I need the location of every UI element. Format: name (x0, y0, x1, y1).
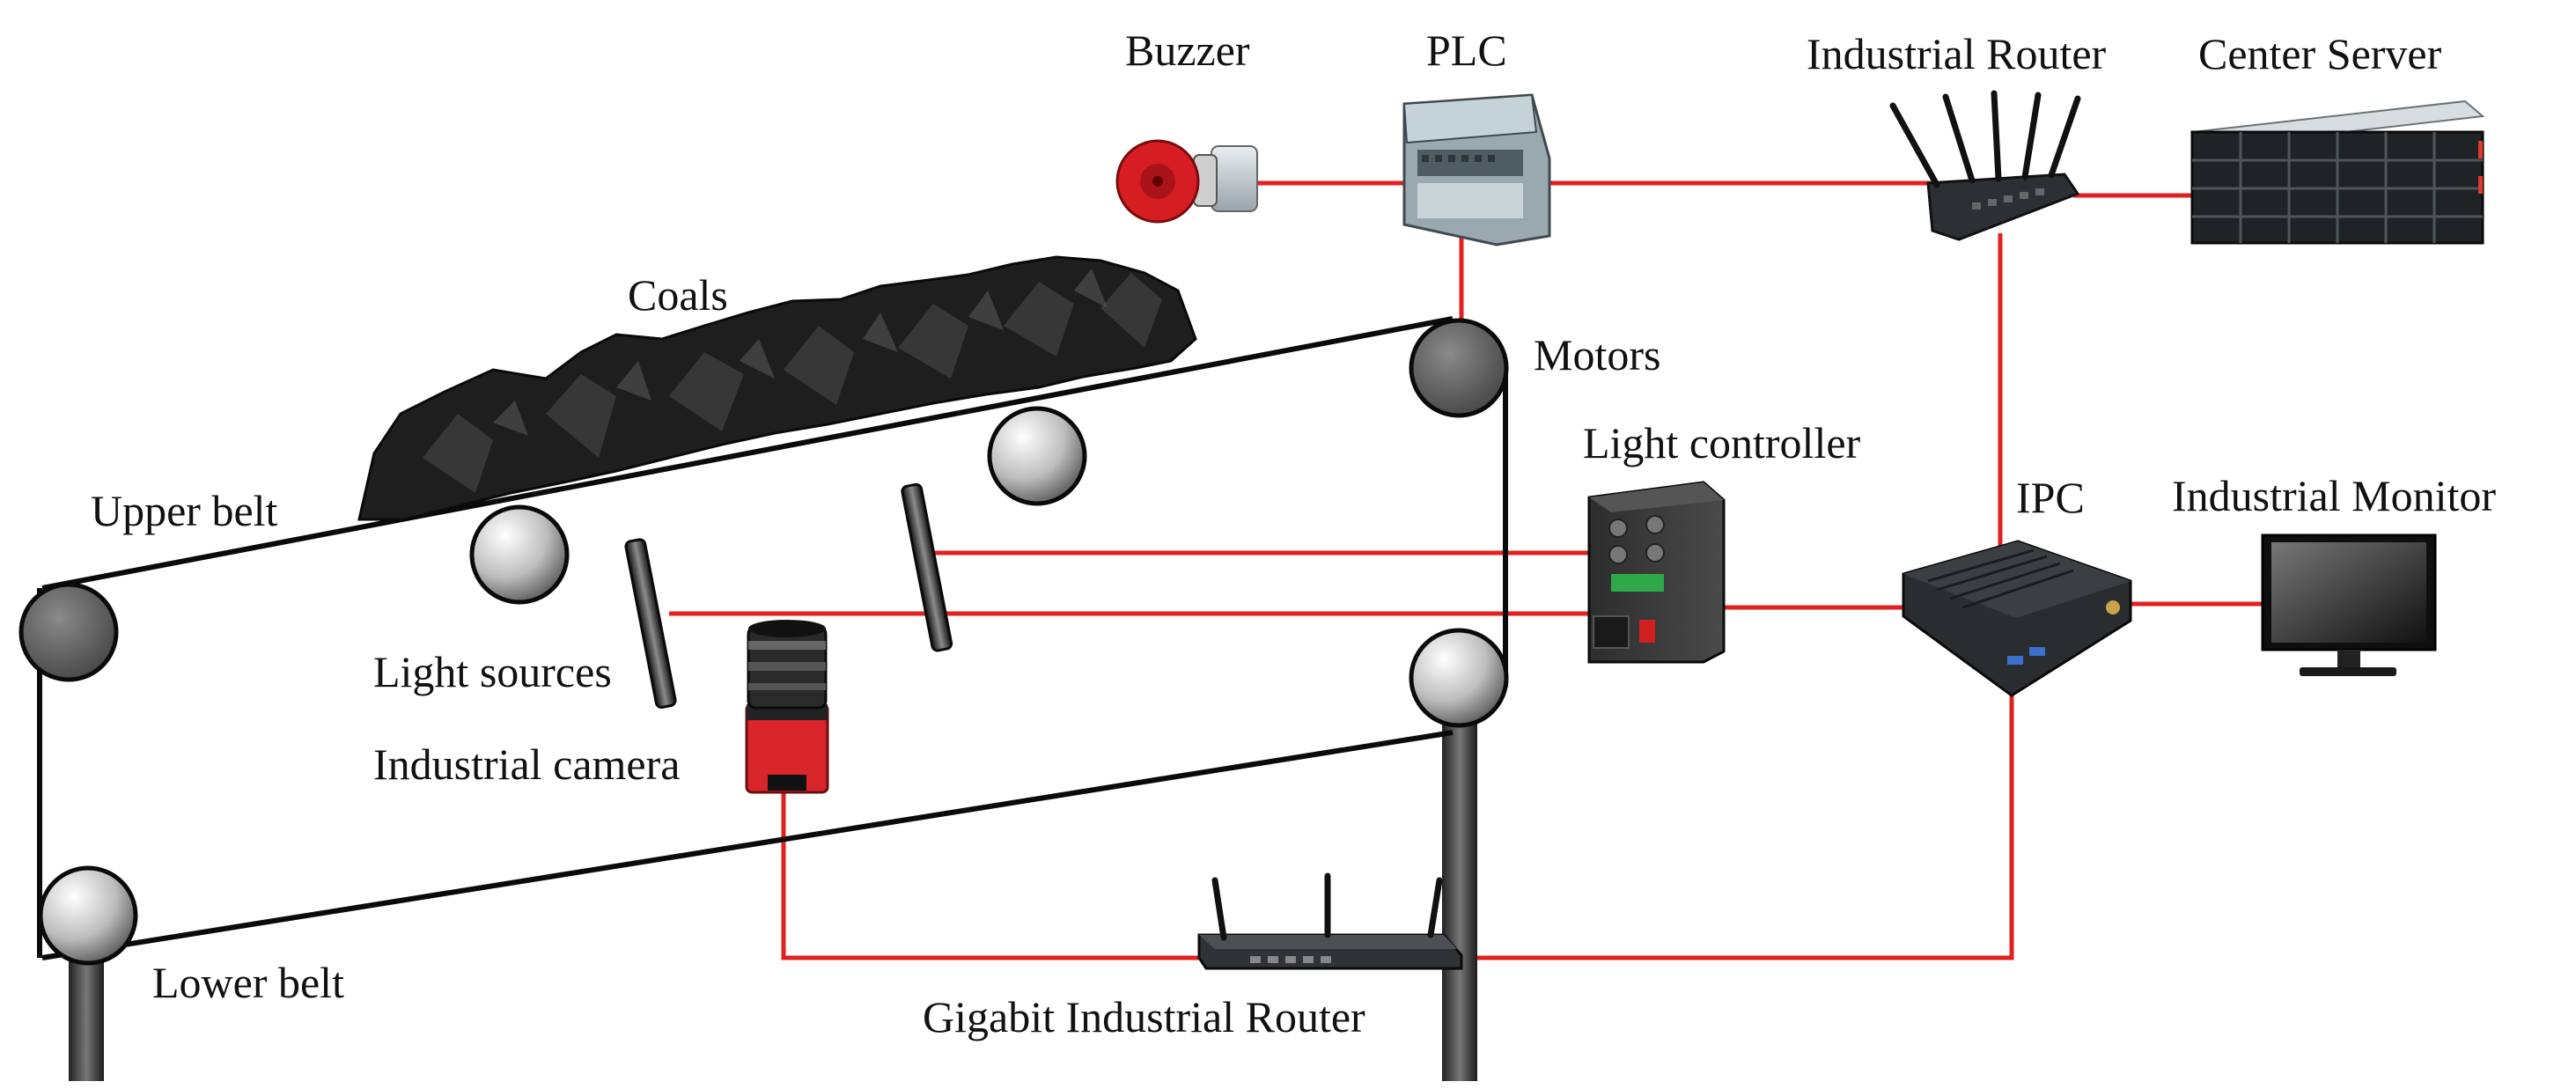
industrial-camera (745, 620, 829, 794)
label-light-sources: Light sources (373, 647, 612, 696)
roller-left-bottom (38, 865, 138, 966)
label-gigabit-industrial-router: Gigabit Industrial Router (923, 992, 1365, 1041)
roller-upper-1 (469, 504, 570, 605)
label-motors: Motors (1534, 330, 1660, 379)
ipc-device (1902, 540, 2132, 697)
conveyor (18, 255, 1509, 1081)
light-bar-left (624, 538, 677, 709)
wire-ipc-gigabit (1460, 694, 2014, 960)
lower-belt (41, 730, 1454, 960)
center-server-device (2190, 99, 2485, 245)
light-controller-device (1587, 481, 1726, 664)
label-industrial-camera: Industrial camera (373, 739, 680, 789)
roller-upper-2 (987, 406, 1087, 506)
wiring (669, 180, 2263, 960)
motor-bottom (1409, 628, 1509, 728)
label-plc: PLC (1426, 26, 1507, 75)
gigabit-router-device (1197, 872, 1463, 970)
label-upper-belt: Upper belt (91, 486, 278, 535)
wire-camera-gigabit (781, 792, 1202, 960)
label-industrial-monitor: Industrial Monitor (2172, 471, 2496, 520)
label-buzzer: Buzzer (1125, 26, 1250, 75)
pole-right (1442, 704, 1477, 1081)
label-light-controller: Light controller (1583, 418, 1861, 467)
motor-top (1409, 318, 1509, 418)
label-ipc: IPC (2016, 473, 2085, 522)
light-bar-right (901, 482, 953, 652)
roller-left-top (18, 582, 119, 682)
coals-pile (357, 255, 1197, 521)
industrial-monitor-device (2261, 533, 2437, 676)
light-sources (624, 482, 953, 709)
upper-belt (41, 316, 1454, 591)
labels: Buzzer PLC Industrial Router Center Serv… (91, 26, 2496, 1041)
label-lower-belt: Lower belt (152, 958, 344, 1007)
label-industrial-router: Industrial Router (1807, 29, 2107, 78)
label-center-server: Center Server (2198, 29, 2442, 78)
label-coals: Coals (628, 270, 728, 320)
buzzer-device (1115, 139, 1258, 224)
industrial-router-device (1889, 90, 2081, 241)
plc-device (1402, 93, 1551, 246)
